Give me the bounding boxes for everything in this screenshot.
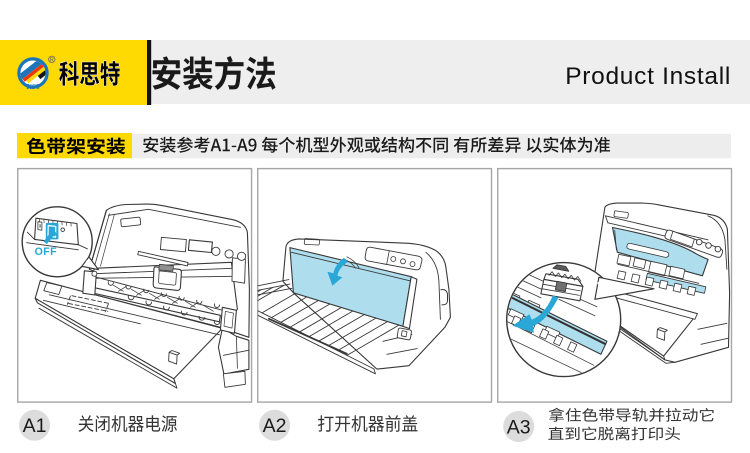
svg-text:R: R [50, 57, 54, 63]
svg-text:A2: A2 [263, 415, 287, 437]
svg-text:A1: A1 [23, 415, 47, 437]
svg-text:A3: A3 [507, 416, 531, 438]
svg-text:KST: KST [26, 82, 41, 91]
svg-text:OFF: OFF [35, 246, 58, 258]
svg-text:Product Install: Product Install [565, 63, 731, 90]
